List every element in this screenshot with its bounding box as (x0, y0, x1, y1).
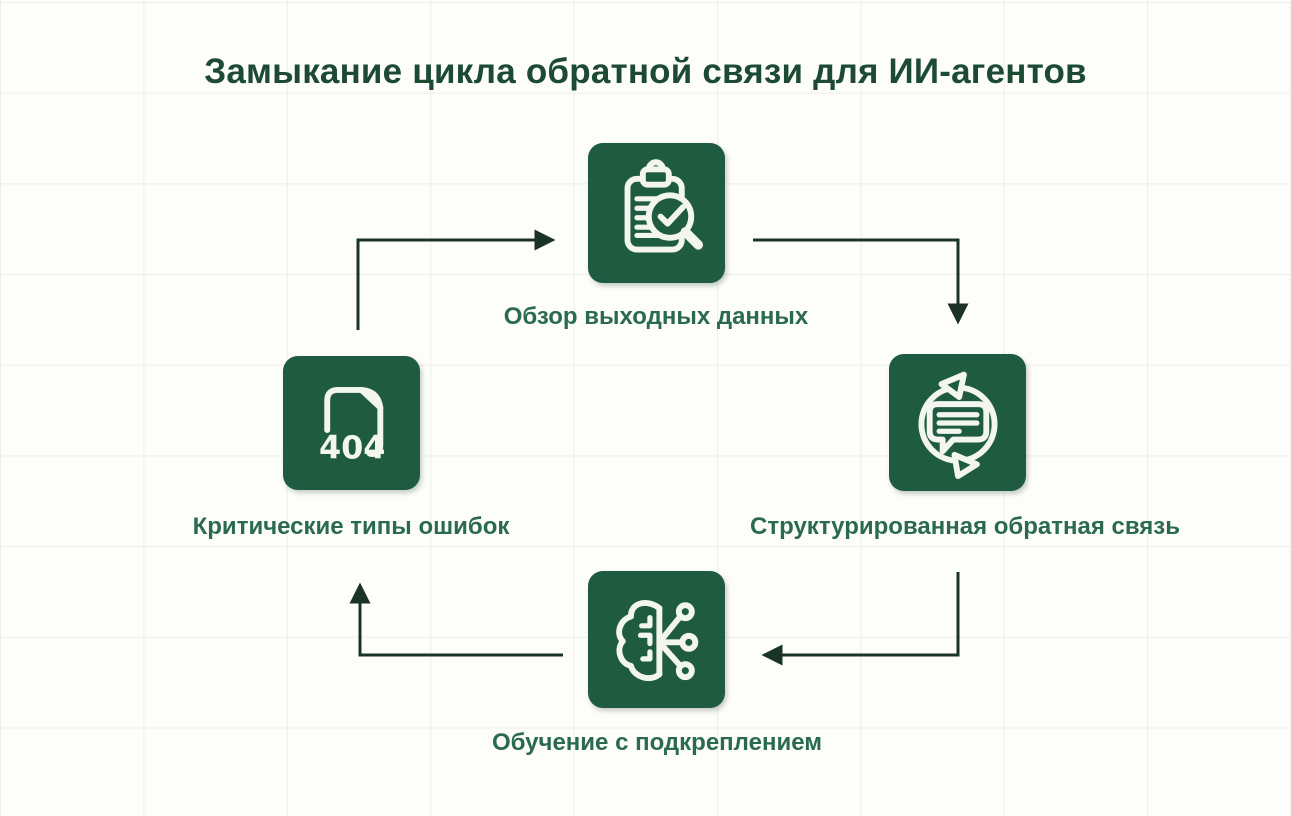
brain-network-icon (615, 599, 698, 681)
node-label-critical-errors: Критические типы ошибок (192, 513, 510, 540)
page-404-icon: 404 (318, 387, 385, 466)
chat-refresh-icon (917, 371, 998, 479)
page-404-text: 404 (318, 428, 384, 466)
node-label-reinforcement-learning: Обучение с подкреплением (492, 729, 822, 756)
node-structured-feedback (889, 354, 1026, 491)
arrow-learning-to-errors (349, 582, 563, 657)
arrow-review-to-feedback (753, 238, 969, 325)
node-label-structured-feedback: Структурированная обратная связь (750, 513, 1180, 540)
node-reinforcement-learning (588, 571, 725, 708)
node-critical-errors: 404 (283, 356, 420, 490)
arrow-errors-to-review (356, 229, 556, 330)
node-label-output-review: Обзор выходных данных (503, 303, 809, 330)
arrow-feedback-to-learning (761, 572, 960, 666)
clipboard-check-magnifier-icon (624, 159, 703, 253)
node-output-review (588, 143, 725, 283)
page-title: Замыкание цикла обратной связи для ИИ-аг… (204, 52, 1087, 91)
